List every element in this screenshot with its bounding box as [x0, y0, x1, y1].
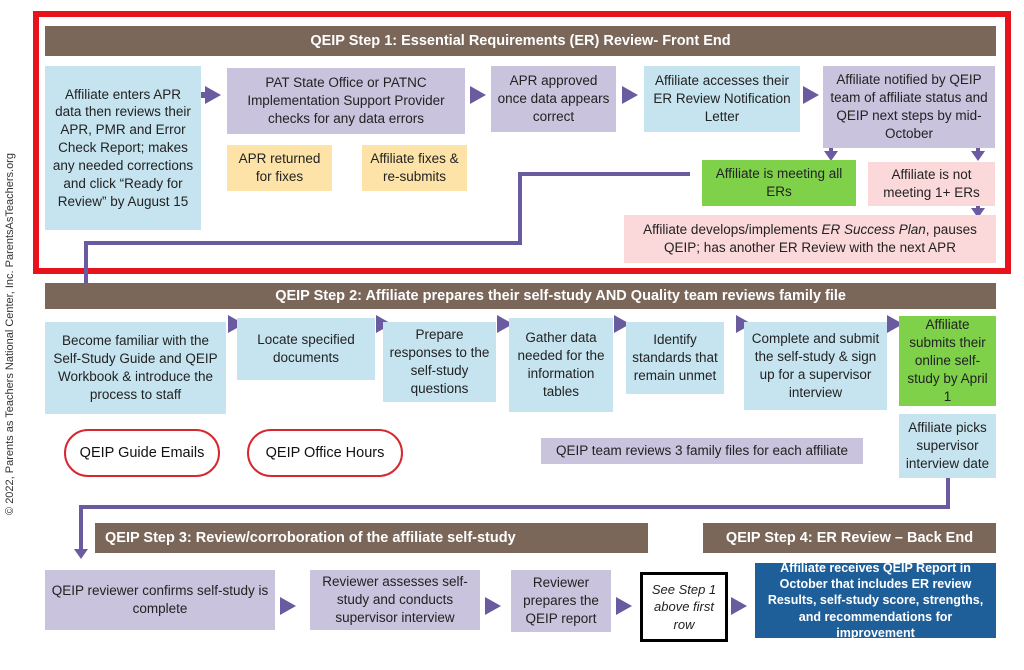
notified-box: Affiliate notified by QEIP team of affil… [823, 66, 995, 148]
office-hours-label: QEIP Office Hours [265, 445, 385, 461]
familiar-box: Become familiar with the Self-Study Guid… [45, 322, 226, 414]
locate-box: Locate specified documents [237, 318, 375, 380]
state-office-box: PAT State Office or PATNC Implementation… [227, 68, 465, 134]
picks-date-box: Affiliate picks supervisor interview dat… [899, 414, 996, 478]
complete-box: Complete and submit the self-study & sig… [744, 322, 887, 410]
success-plan-em: ER Success Plan [821, 222, 926, 238]
not-meeting-box: Affiliate is not meeting 1+ ERs [868, 162, 995, 206]
confirms-box: QEIP reviewer confirms self-study is com… [45, 570, 275, 630]
see-step1-box: See Step 1 above first row [640, 572, 728, 642]
connector-line [84, 241, 88, 291]
arrow-right [470, 86, 486, 104]
arrow-right [485, 597, 501, 615]
enter-apr-box: Affiliate enters APR data then reviews t… [45, 66, 201, 230]
arrow-right [616, 597, 632, 615]
step1-header: QEIP Step 1: Essential Requirements (ER)… [45, 26, 996, 56]
arrow-down [971, 208, 985, 218]
arrow-down [971, 151, 985, 161]
office-hours-pill: QEIP Office Hours [247, 429, 403, 477]
arrow-shaft [201, 92, 207, 98]
step1-highlight-frame [33, 11, 1011, 274]
fixes-resubmits-box: Affiliate fixes & re-submits [362, 145, 467, 191]
step4-header-label: QEIP Step 4: ER Review – Back End [725, 530, 974, 546]
connector-line [518, 172, 690, 176]
submits-box: Affiliate submits their online self-stud… [899, 316, 996, 406]
connector-line [946, 478, 950, 508]
success-plan-box: Affiliate develops/implements ER Success… [624, 215, 996, 263]
step4-header: QEIP Step 4: ER Review – Back End [703, 523, 996, 553]
guide-emails-pill: QEIP Guide Emails [64, 429, 220, 477]
connector-line [79, 505, 950, 509]
arrow-right [803, 86, 819, 104]
arrow-down [74, 549, 88, 559]
assesses-box: Reviewer assesses self-study and conduct… [310, 570, 480, 630]
arrow-right [280, 597, 296, 615]
connector-line [79, 505, 83, 549]
step3-header-label: QEIP Step 3: Review/corroboration of the… [105, 530, 516, 546]
connector-line [84, 241, 522, 245]
step3-header: QEIP Step 3: Review/corroboration of the… [95, 523, 648, 553]
success-plan-post: , pauses QEIP; has another ER Review wit… [664, 222, 977, 255]
family-files-box: QEIP team reviews 3 family files for eac… [541, 438, 863, 464]
arrow-right [205, 86, 221, 104]
accesses-letter-box: Affiliate accesses their ER Review Notif… [644, 66, 800, 132]
apr-approved-box: APR approved once data appears correct [491, 66, 616, 132]
apr-returned-box: APR returned for fixes [227, 145, 332, 191]
arrow-right [731, 597, 747, 615]
step2-header-label: QEIP Step 2: Affiliate prepares their se… [275, 288, 846, 304]
success-plan-pre: Affiliate develops/implements [643, 222, 822, 238]
meeting-all-box: Affiliate is meeting all ERs [702, 160, 856, 206]
identify-box: Identify standards that remain unmet [626, 322, 724, 394]
arrow-right [622, 86, 638, 104]
gather-box: Gather data needed for the information t… [509, 318, 613, 412]
arrow-down [824, 151, 838, 161]
prepares-report-box: Reviewer prepares the QEIP report [511, 570, 611, 632]
receives-report-box: Affiliate receives QEIP Report in Octobe… [755, 561, 996, 640]
connector-line [518, 172, 522, 244]
guide-emails-label: QEIP Guide Emails [79, 445, 205, 461]
success-plan-text: Affiliate develops/implements ER Success… [630, 221, 990, 257]
step1-header-label: QEIP Step 1: Essential Requirements (ER)… [310, 33, 731, 49]
step2-header: QEIP Step 2: Affiliate prepares their se… [45, 283, 996, 309]
prepare-box: Prepare responses to the self-study ques… [383, 322, 496, 402]
copyright-text: © 2022, Parents as Teachers National Cen… [4, 153, 16, 515]
